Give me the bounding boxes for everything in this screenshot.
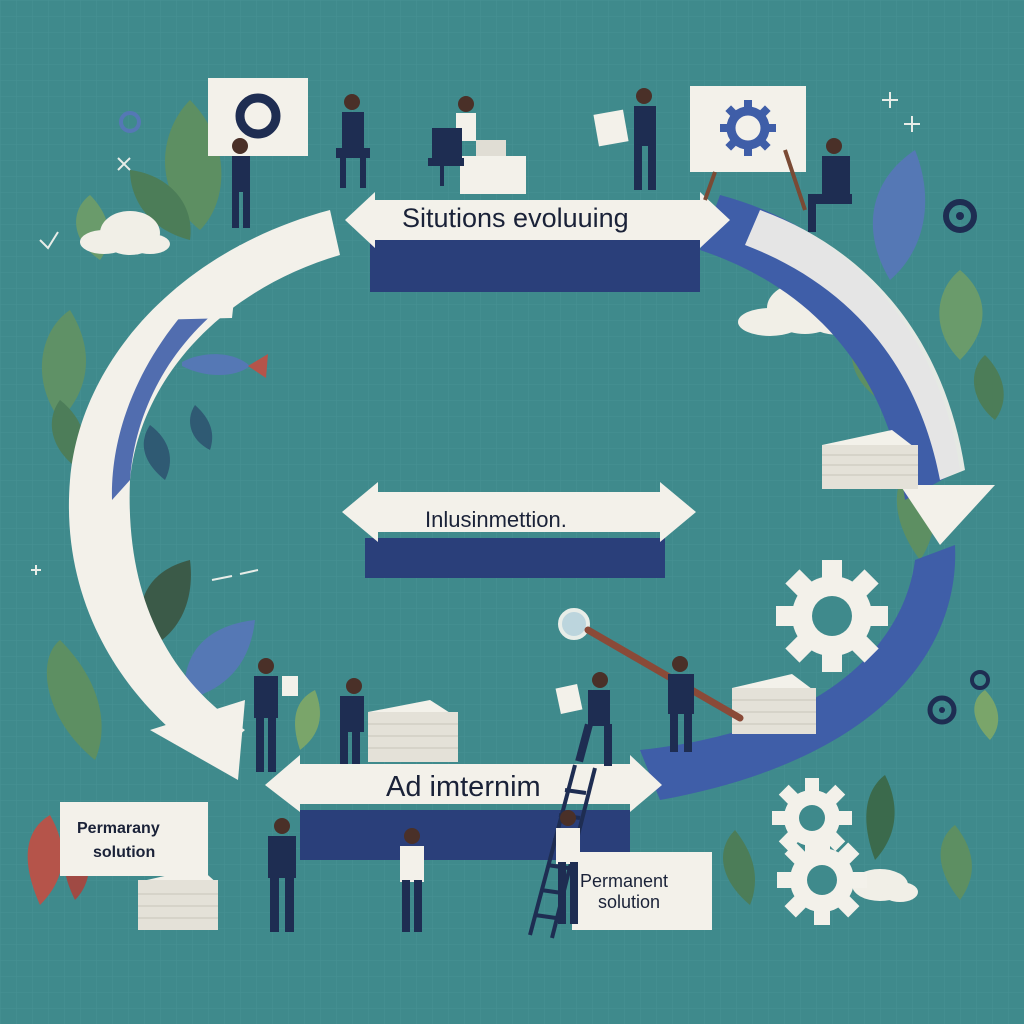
signboard-right bbox=[690, 86, 807, 211]
note-left-title: Permarany bbox=[77, 820, 160, 837]
person-figure bbox=[340, 678, 364, 764]
gear-icon bbox=[943, 199, 977, 233]
person-figure bbox=[336, 94, 370, 188]
ring-icon bbox=[235, 93, 281, 139]
sparkle-icon bbox=[882, 92, 898, 108]
gear-icon bbox=[927, 695, 957, 725]
cycle-arrow-head-topleft bbox=[150, 245, 240, 320]
leaf-icon bbox=[940, 825, 972, 900]
person-figure bbox=[254, 658, 298, 772]
leaf-icon bbox=[184, 620, 255, 700]
leaf-icon bbox=[295, 690, 320, 750]
stage-label-ad-interim: Ad imternim bbox=[386, 771, 541, 803]
cycle-arrow bbox=[68, 195, 995, 800]
leaf-icon bbox=[973, 355, 1004, 420]
foliage-right-top bbox=[851, 150, 1004, 420]
leaf-icon bbox=[41, 310, 87, 420]
person-figure bbox=[593, 88, 656, 190]
document-stack-icon bbox=[732, 674, 816, 734]
note-card-right bbox=[572, 852, 712, 930]
cycle-arrow-right-segment bbox=[700, 195, 960, 500]
sparkle-icon bbox=[117, 157, 131, 171]
cycle-arrow-right-highlight bbox=[745, 210, 965, 480]
leaf-icon bbox=[723, 830, 755, 905]
person-figure bbox=[808, 138, 852, 232]
note-right-title: Permanent bbox=[580, 871, 669, 891]
cycle-arrow-lower-right-segment bbox=[640, 545, 956, 800]
stage-label-middle: Inlusinmettion. bbox=[425, 507, 567, 532]
cycle-arrow-left-segment bbox=[68, 210, 341, 760]
person-figure bbox=[668, 656, 694, 752]
document-stack-icon bbox=[138, 868, 218, 930]
leaf-icon bbox=[939, 270, 983, 360]
leaf-icon bbox=[130, 170, 191, 240]
leaf-icon bbox=[27, 815, 63, 905]
leaf-icon bbox=[190, 405, 213, 450]
gear-icon bbox=[777, 835, 867, 925]
stage-label-situations: Situtions evoluuing bbox=[402, 203, 629, 233]
person-figure bbox=[400, 828, 424, 932]
banner-middle bbox=[342, 482, 696, 578]
gear-icon bbox=[720, 100, 776, 156]
note-left-subtitle: solution bbox=[93, 844, 156, 861]
sparkle-icon bbox=[31, 565, 41, 575]
person-figure bbox=[232, 138, 250, 228]
sparkle-icon bbox=[904, 116, 920, 132]
gear-icon bbox=[776, 560, 888, 672]
document-stack-icon bbox=[368, 700, 458, 762]
sparkle-icon bbox=[211, 569, 259, 581]
leaf-icon bbox=[974, 690, 999, 740]
cycle-arrow-head-left bbox=[150, 700, 245, 780]
gear-icon bbox=[119, 111, 141, 133]
gear-icon bbox=[970, 670, 990, 690]
magnifier-icon bbox=[558, 608, 744, 722]
note-right-subtitle: solution bbox=[598, 892, 661, 912]
leaf-icon bbox=[866, 775, 895, 860]
banner-top bbox=[345, 192, 730, 292]
person-figure bbox=[555, 672, 612, 766]
cloud-icon bbox=[80, 211, 170, 255]
sparkles bbox=[31, 92, 920, 581]
sparkle-icon bbox=[39, 231, 59, 250]
cycle-arrow-head-right bbox=[900, 485, 995, 545]
desk bbox=[460, 140, 526, 194]
leaf-icon bbox=[872, 150, 926, 280]
fish-icon bbox=[182, 354, 268, 378]
person-figure bbox=[428, 96, 476, 186]
gear-icon bbox=[772, 778, 852, 858]
leaf-icon bbox=[46, 640, 102, 760]
document-stack-icon bbox=[822, 430, 918, 489]
signboard-left bbox=[208, 78, 308, 156]
banner-bottom bbox=[265, 755, 662, 860]
person-figure bbox=[268, 818, 296, 932]
note-card-left bbox=[60, 802, 208, 876]
person-figure bbox=[556, 810, 580, 924]
leaf-icon bbox=[143, 425, 170, 480]
